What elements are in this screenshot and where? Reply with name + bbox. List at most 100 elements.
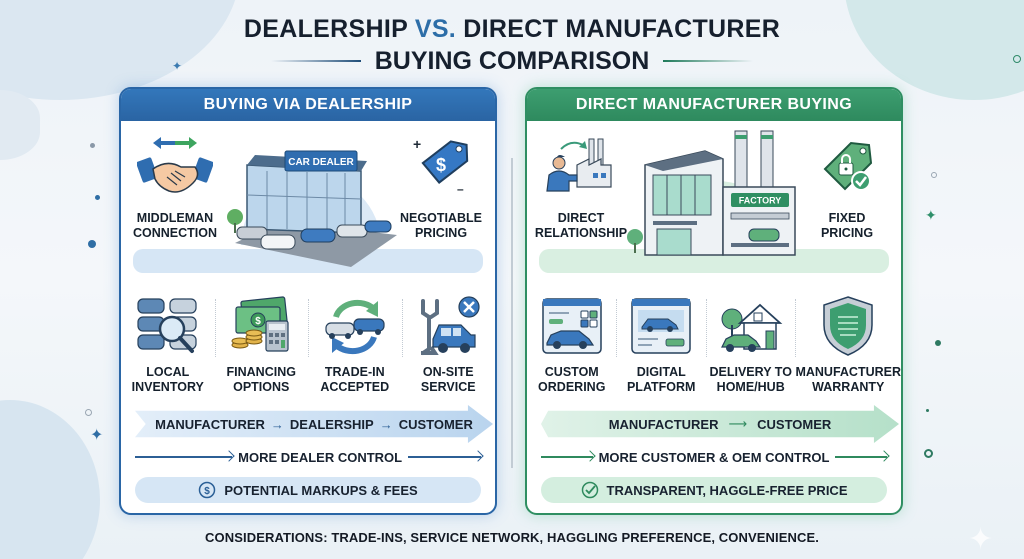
title-rule-right (663, 60, 754, 62)
arrow-line-icon (408, 456, 481, 458)
control-label: MORE DEALER CONTROL (238, 449, 403, 465)
flow-step-customer: CUSTOMER (757, 416, 832, 432)
title-subtitle: BUYING COMPARISON (374, 47, 650, 75)
feature-digital-platform: DIGITAL PLATFORM (616, 293, 705, 401)
decor-dot (926, 409, 929, 412)
feature-delivery-to-home: DELIVERY TO HOME/HUB (705, 293, 795, 401)
arrow-line-icon (835, 456, 887, 458)
feature-label-2: WARRANTY (812, 380, 885, 394)
center-divider (511, 158, 513, 468)
feature-trade-in-accepted: TRADE-IN ACCEPTED (308, 293, 402, 401)
feature-label-1: MANUFACTURER (795, 365, 902, 379)
hero-right-label-1: FIXED (828, 211, 866, 225)
hero-left-label-1: DIRECT (557, 211, 605, 225)
home-delivery-car-icon (706, 293, 795, 359)
background-blob (0, 90, 40, 160)
direct-panel-header: DIRECT MANUFACTURER BUYING (527, 89, 901, 121)
cash-calculator-icon: $ (215, 293, 309, 359)
svg-text:+: + (413, 136, 421, 152)
flow-step-dealership: DEALERSHIP (289, 416, 374, 432)
hero-right-label-2: PRICING (414, 226, 468, 240)
considerations-footer: CONSIDERATIONS: TRADE-INS, SERVICE NETWO… (205, 530, 819, 545)
feature-label-2: ACCEPTED (320, 380, 390, 394)
arrow-line-icon (135, 456, 233, 458)
feature-label-1: ON-SITE (422, 365, 474, 379)
title-vs: VS. (414, 15, 457, 43)
feature-label-2: HOME/HUB (716, 380, 785, 394)
arrow-right-icon: ⟶ (728, 416, 748, 431)
hero-left-label-2: CONNECTION (132, 226, 218, 240)
flow-step-customer: CUSTOMER (398, 416, 473, 432)
car-dealer-building-illustration: CAR DEALER (221, 125, 399, 271)
dealership-control-row: MORE DEALER CONTROL (135, 447, 481, 467)
negotiable-pricing: + $ – NEGOTIABLE PRICING (391, 131, 491, 241)
decor-dot (88, 240, 96, 248)
title-rule-left (270, 60, 361, 62)
feature-label-2: SERVICE (420, 380, 476, 394)
dealership-cost-pill: $ POTENTIAL MARKUPS & FEES (135, 477, 481, 503)
feature-label-1: LOCAL (146, 365, 190, 379)
direct-manufacturer-panel: DIRECT MANUFACTURER BUYING DIRECT RELATI… (525, 87, 903, 515)
dollar-circle-icon: $ (198, 481, 216, 499)
middleman-connection: MIDDLEMAN CONNECTION (125, 131, 225, 241)
feature-label-1: DELIVERY TO (709, 365, 792, 379)
pill-text: TRANSPARENT, HAGGLE-FREE PRICE (606, 482, 848, 498)
decor-dot (95, 195, 100, 200)
arrow-line-icon (541, 456, 593, 458)
factory-building-illustration: FACTORY (627, 125, 805, 271)
dealership-flow-arrow: MANUFACTURER → DEALERSHIP → CUSTOMER (135, 405, 493, 443)
svg-text:–: – (457, 182, 464, 196)
wrench-car-service-icon (402, 293, 496, 359)
sparkle-icon: ✦ (925, 207, 937, 223)
hero-right-label-1: NEGOTIABLE (400, 211, 482, 225)
factory-sign: FACTORY (739, 196, 782, 206)
dealership-hero: MIDDLEMAN CONNECTION CAR DEALER (121, 121, 495, 273)
price-tag-dollar-icon: + $ – (391, 131, 491, 203)
custom-order-screen-icon (527, 293, 616, 359)
sparkle-icon: ✦ (90, 427, 104, 444)
feature-label-1: TRADE-IN (324, 365, 385, 379)
digital-platform-browser-icon (616, 293, 705, 359)
hero-right-label-2: PRICING (820, 226, 874, 240)
feature-financing-options: $ FINANCING OPTIONS (214, 293, 309, 401)
page-title: DEALERSHIP VS. DIRECT MANUFACTURER BUYIN… (0, 14, 1024, 76)
svg-text:$: $ (436, 155, 446, 175)
feature-on-site-service: ON-SITE SERVICE (401, 293, 496, 401)
title-dealership: DEALERSHIP (243, 15, 408, 43)
feature-label-1: FINANCING (226, 365, 296, 379)
dealership-features: LOCAL INVENTORY $ (121, 293, 495, 401)
person-factory-icon (531, 131, 631, 203)
feature-label-2: OPTIONS (233, 380, 290, 394)
trade-in-cycle-icon (308, 293, 402, 359)
feature-label-2: PLATFORM (626, 380, 696, 394)
feature-label-1: CUSTOM (544, 365, 599, 379)
car-dealer-sign: CAR DEALER (288, 157, 354, 168)
arrow-right-icon: → (270, 416, 284, 432)
decor-dot (90, 143, 95, 148)
svg-text:$: $ (205, 486, 211, 497)
feature-manufacturer-warranty: MANUFACTURER WARRANTY (795, 293, 901, 401)
dealership-panel: BUYING VIA DEALERSHIP MIDDLEMAN CONNECTI… (119, 87, 497, 515)
pill-text: POTENTIAL MARKUPS & FEES (224, 482, 418, 498)
decor-ring (924, 449, 933, 458)
control-label: MORE CUSTOMER & OEM CONTROL (598, 449, 830, 465)
locked-price-tag-icon (797, 131, 897, 203)
hero-left-label-1: MIDDLEMAN (136, 211, 214, 225)
hero-left-label-2: RELATIONSHIP (534, 226, 628, 240)
direct-hero: DIRECT RELATIONSHIP FACTORY (527, 121, 901, 273)
feature-label-2: ORDERING (538, 380, 606, 394)
decor-ring (85, 409, 92, 416)
car-inventory-search-icon (121, 293, 215, 359)
flow-step-manufacturer: MANUFACTURER (608, 416, 719, 432)
direct-flow-arrow: MANUFACTURER ⟶ CUSTOMER (541, 405, 899, 443)
decor-ring (931, 172, 937, 178)
fixed-pricing: FIXED PRICING (797, 131, 897, 241)
arrow-right-icon: → (379, 416, 393, 432)
direct-price-pill: TRANSPARENT, HAGGLE-FREE PRICE (541, 477, 887, 503)
decor-dot (935, 340, 941, 346)
feature-label-1: DIGITAL (636, 365, 686, 379)
dealership-panel-header: BUYING VIA DEALERSHIP (121, 89, 495, 121)
check-circle-icon (581, 481, 599, 499)
feature-label-2: INVENTORY (131, 380, 204, 394)
warranty-shield-icon (795, 293, 901, 359)
